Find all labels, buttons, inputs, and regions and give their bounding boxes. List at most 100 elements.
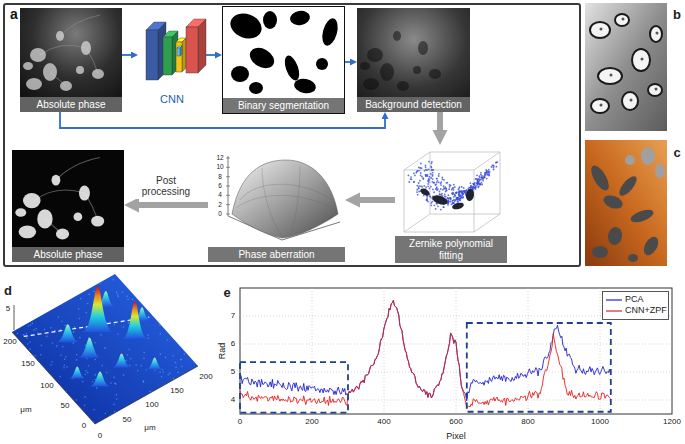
- surface-mesh: [236, 195, 336, 210]
- fit-point: [441, 201, 443, 203]
- surface-noise: [73, 342, 75, 344]
- cube-edge: [404, 214, 430, 232]
- surface-noise: [143, 352, 145, 354]
- surface-noise: [86, 358, 88, 360]
- fit-point: [419, 167, 421, 169]
- surface-noise: [163, 372, 165, 374]
- fit-point: [462, 192, 464, 194]
- panel-letter: e: [223, 286, 230, 299]
- axis-label: 150: [21, 360, 34, 368]
- fit-point: [442, 178, 444, 180]
- fit-point: [465, 191, 467, 193]
- surface-noise: [135, 364, 137, 366]
- fit-point: [476, 182, 478, 184]
- grid-line: [384, 288, 385, 414]
- fit-point: [410, 178, 412, 180]
- fit-point: [447, 200, 449, 202]
- fit-point: [431, 197, 433, 199]
- mask-blob: [263, 11, 277, 29]
- fit-point: [452, 192, 454, 194]
- axis-label: 0: [82, 422, 86, 430]
- cnn-zpf-line: [240, 301, 610, 409]
- cell-speckle: [655, 88, 658, 91]
- fit-point: [432, 175, 434, 177]
- fit-point: [477, 183, 479, 185]
- fit-point: [464, 190, 466, 192]
- axis-label: 6: [218, 183, 222, 190]
- mask-blob: [231, 66, 249, 82]
- surface-noise: [100, 322, 102, 324]
- fit-point: [426, 195, 428, 197]
- fit-point: [486, 172, 488, 174]
- legend-sample: [606, 299, 622, 300]
- surface-noise: [65, 391, 67, 393]
- cnn-layer: [180, 46, 182, 56]
- surface-noise: [30, 324, 32, 326]
- fit-point: [478, 182, 480, 184]
- fit-point: [440, 209, 442, 211]
- panel-frame: aAbsolute phaseCNNBinary segmentationBac…: [3, 3, 581, 267]
- cell-strand: [56, 158, 100, 181]
- fit-point: [447, 201, 449, 203]
- fit-point: [454, 199, 456, 201]
- fit-point: [416, 191, 418, 193]
- fit-point: [459, 195, 461, 197]
- fit-point: [456, 197, 458, 199]
- fit-point: [462, 197, 464, 199]
- surface-noise: [126, 295, 128, 297]
- fit-point: [440, 183, 442, 185]
- fit-point: [416, 189, 418, 191]
- fit-point: [460, 192, 462, 194]
- cell-outline: [590, 22, 610, 38]
- surface-mesh: [290, 166, 300, 237]
- surface-noise: [85, 374, 87, 376]
- cnn-layer: [176, 38, 186, 42]
- surface-noise: [143, 381, 145, 383]
- surface-noise: [143, 380, 145, 382]
- axis-tick: [226, 185, 230, 186]
- image-panel: Background detection: [357, 8, 470, 112]
- fit-point: [454, 186, 456, 188]
- fit-point: [477, 181, 479, 183]
- fit-point: [483, 176, 485, 178]
- surface-noise: [161, 376, 163, 378]
- fit-point: [479, 180, 481, 182]
- cell-blob: [26, 78, 42, 90]
- surface-floor: [12, 274, 198, 424]
- fit-point: [442, 199, 444, 201]
- fit-point: [459, 190, 461, 192]
- fit-point: [496, 161, 498, 163]
- fit-point: [458, 197, 460, 199]
- fit-point: [466, 190, 468, 192]
- fit-point: [416, 171, 418, 173]
- fit-point: [418, 182, 420, 184]
- surface-noise: [79, 318, 81, 320]
- fit-point: [448, 198, 450, 200]
- fit-point: [464, 191, 466, 193]
- mask-blob: [227, 9, 265, 42]
- axis-label: 0: [218, 211, 222, 218]
- fit-point: [482, 180, 484, 182]
- fit-point: [459, 186, 461, 188]
- cell-blob: [43, 63, 57, 81]
- surface-noise: [93, 291, 95, 293]
- fit-point: [472, 189, 474, 191]
- surface-noise: [64, 324, 66, 326]
- grid-line: [240, 344, 672, 345]
- fit-point: [460, 197, 462, 199]
- fit-point: [421, 186, 423, 188]
- fit-point: [458, 199, 460, 201]
- surface-noise: [34, 355, 36, 357]
- fit-point: [448, 201, 450, 203]
- cube-edge: [474, 170, 475, 232]
- surface-noise: [100, 334, 102, 336]
- fit-point: [436, 178, 438, 180]
- axis-line: [12, 332, 198, 424]
- fit-point: [440, 194, 442, 196]
- fit-point: [475, 186, 477, 188]
- surface-noise: [32, 323, 34, 325]
- surface-noise: [50, 364, 52, 366]
- fit-point: [428, 169, 430, 171]
- axis-label: 12: [216, 155, 223, 162]
- fit-point: [472, 187, 474, 189]
